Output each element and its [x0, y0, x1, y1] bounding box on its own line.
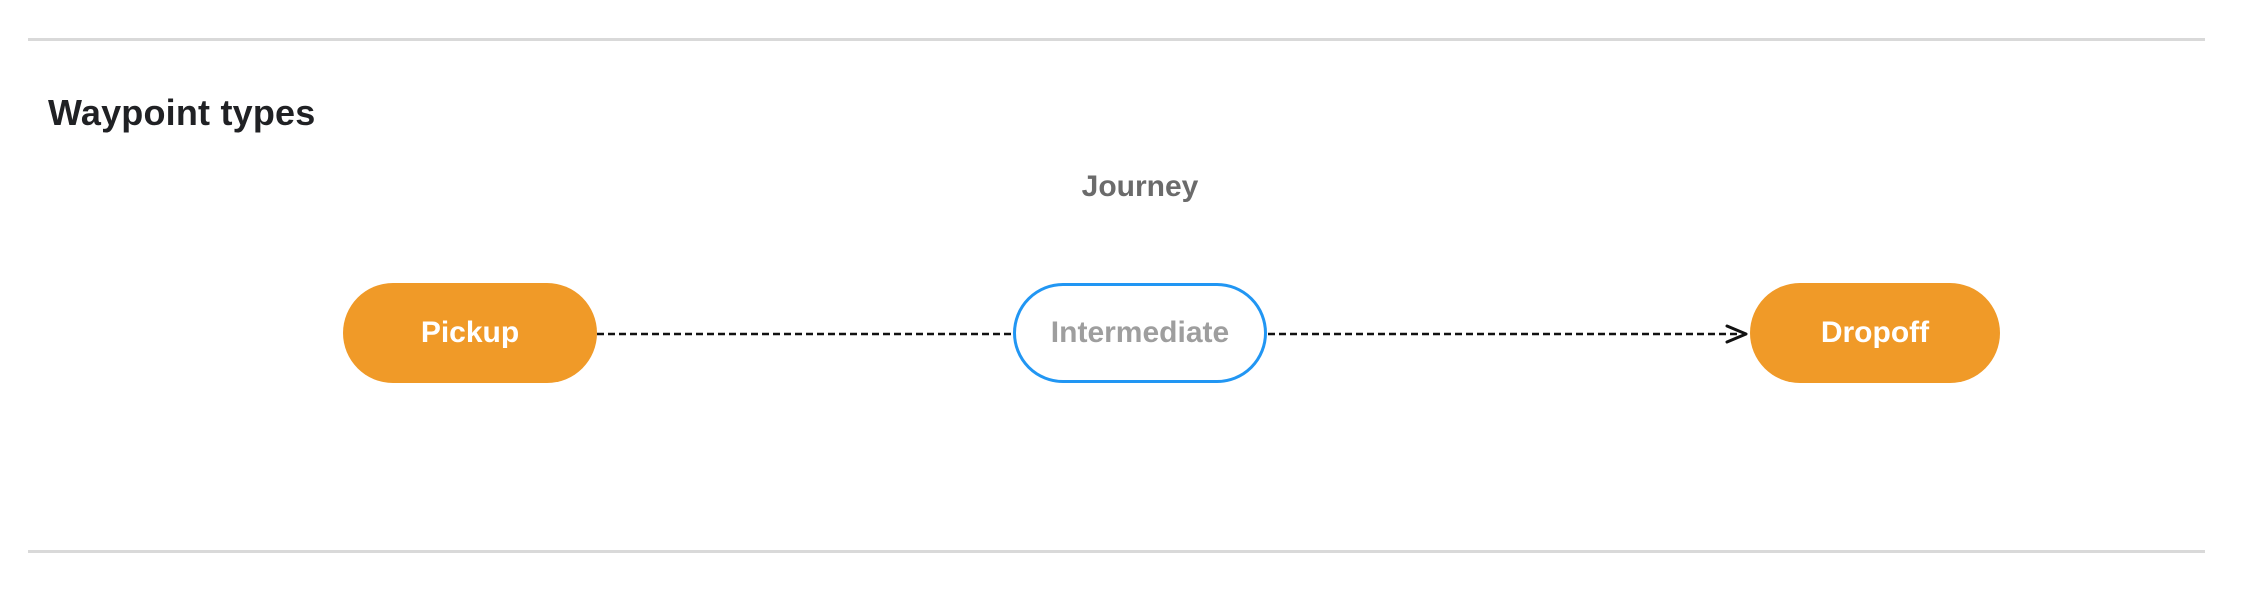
- node-dropoff: Dropoff: [1750, 283, 2000, 383]
- node-pickup: Pickup: [343, 283, 597, 383]
- journey-label: Journey: [1081, 170, 1199, 203]
- bottom-divider: [28, 550, 2205, 553]
- node-pickup-label: Pickup: [420, 316, 520, 349]
- node-intermediate: Intermediate: [1013, 283, 1267, 383]
- page-title: Waypoint types: [48, 91, 316, 133]
- top-divider: [28, 38, 2205, 41]
- node-dropoff-label: Dropoff: [1820, 316, 1930, 349]
- arrowhead-icon: [1725, 324, 1748, 344]
- node-intermediate-label: Intermediate: [1050, 316, 1230, 349]
